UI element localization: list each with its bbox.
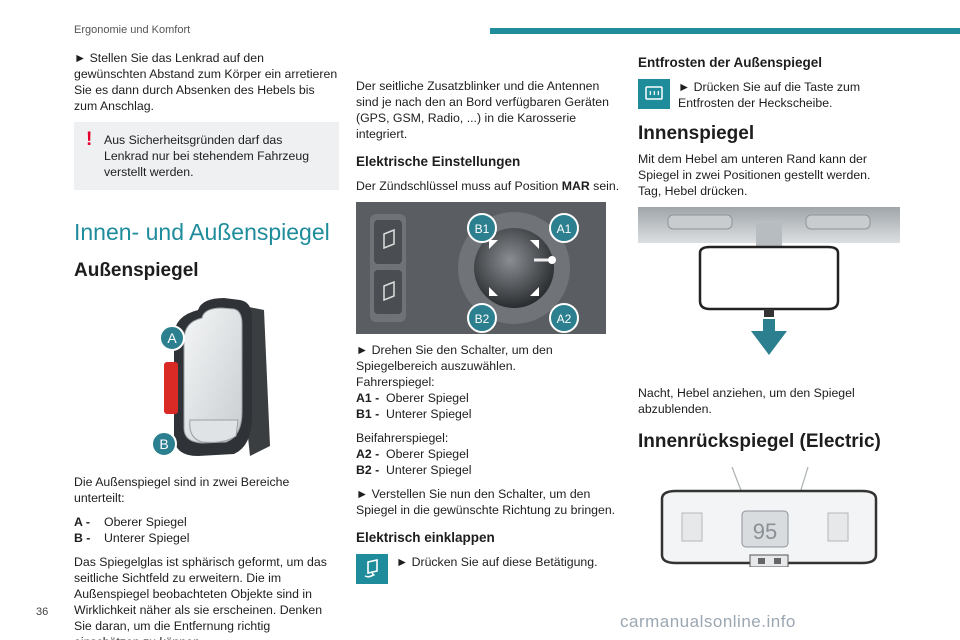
rear-defrost-icon: [638, 79, 670, 109]
electric-mirror-title: Innenrückspiegel (Electric): [638, 431, 881, 452]
outer-mirror-illustration: A B: [151, 298, 270, 457]
watermark: carmanualsonline.info: [620, 612, 796, 631]
switch-label-b2: B2: [475, 312, 490, 326]
switch-label-b1: B1: [475, 222, 490, 236]
fold-title: Elektrisch einklappen: [356, 530, 495, 545]
night-position-text: Nacht, Hebel anziehen, um den Spiegel ab…: [638, 386, 855, 416]
column-left: ► Stellen Sie das Lenkrad auf den gewüns…: [74, 50, 339, 640]
driver-mirror-label: Fahrerspiegel:: [356, 375, 435, 389]
fold-step: ► Drücken Sie auf diese Betätigung.: [396, 555, 598, 569]
warning-icon: !: [86, 129, 93, 150]
warning-text: Aus Sicherheitsgründen darf das Lenkrad …: [104, 133, 310, 179]
inner-mirror-title: Innenspiegel: [638, 123, 755, 144]
passenger-mirror-list: A2 -Oberer Spiegel B2 -Unterer Spiegel: [356, 446, 621, 478]
list-item: A2 -Oberer Spiegel: [356, 447, 469, 461]
header-accent-bar: [490, 28, 960, 34]
day-position-text: Tag, Hebel drücken.: [638, 184, 748, 198]
warning-note: ! Aus Sicherheitsgründen darf das Lenkra…: [74, 122, 339, 190]
defrost-step: ► Drücken Sie auf die Taste zum Entfrost…: [678, 80, 861, 110]
list-item: B2 -Unterer Spiegel: [356, 463, 472, 477]
turn-switch-step: ► Drehen Sie den Schalter, um den Spiege…: [356, 343, 553, 373]
outer-mirror-title: Außenspiegel: [74, 260, 199, 281]
inner-mirror-illustration: [638, 207, 900, 355]
indicator-intro: Der seitliche Zusatzblinker und die Ante…: [356, 79, 609, 141]
figure-label-b: B: [159, 436, 168, 452]
page-header-title: Ergonomie und Komfort: [74, 24, 191, 36]
column-middle: Der seitliche Zusatzblinker und die Ante…: [356, 78, 621, 592]
switch-label-a1: A1: [557, 222, 572, 236]
mirror-glass-text: Das Spiegelglas ist sphärisch geformt, u…: [74, 555, 327, 640]
mirror-fold-icon: [356, 554, 388, 584]
page-number: 36: [36, 606, 49, 618]
mirror-switch-illustration: B1 A1 B2 A2: [356, 202, 606, 334]
mirror-display-value: 95: [753, 519, 777, 544]
inner-mirror-text: Mit dem Hebel am unteren Rand kann der S…: [638, 152, 871, 182]
defrost-instruction: ► Drücken Sie auf die Taste zum Entfrost…: [638, 79, 908, 111]
ignition-requirement: Der Zündschlüssel muss auf Position MAR …: [356, 179, 620, 193]
list-item: B -Unterer Spiegel: [74, 531, 190, 545]
list-item: A -Oberer Spiegel: [74, 515, 187, 529]
figure-label-a: A: [167, 330, 177, 346]
list-item: B1 -Unterer Spiegel: [356, 407, 472, 421]
defrost-title: Entfrosten der Außenspiegel: [638, 55, 823, 70]
mirror-areas-list: A -Oberer Spiegel B -Unterer Spiegel: [74, 514, 339, 546]
section-title: Innen- und Außenspiegel: [74, 219, 330, 245]
switch-label-a2: A2: [557, 312, 572, 326]
column-right: Entfrosten der Außenspiegel ► Drücken Si…: [638, 55, 908, 567]
steering-adjust-step: ► Stellen Sie das Lenkrad auf den gewüns…: [74, 51, 338, 113]
fold-instruction: ► Drücken Sie auf diese Betätigung.: [356, 554, 621, 584]
adjust-direction-step: ► Verstellen Sie nun den Schalter, um de…: [356, 487, 616, 517]
electric-settings-title: Elektrische Einstellungen: [356, 154, 521, 169]
electric-mirror-illustration: 95: [660, 467, 878, 567]
passenger-mirror-label: Beifahrerspiegel:: [356, 431, 449, 445]
mirror-areas-intro: Die Außenspiegel sind in zwei Bereiche u…: [74, 475, 290, 505]
list-item: A1 -Oberer Spiegel: [356, 391, 469, 405]
driver-mirror-list: A1 -Oberer Spiegel B1 -Unterer Spiegel: [356, 390, 621, 422]
